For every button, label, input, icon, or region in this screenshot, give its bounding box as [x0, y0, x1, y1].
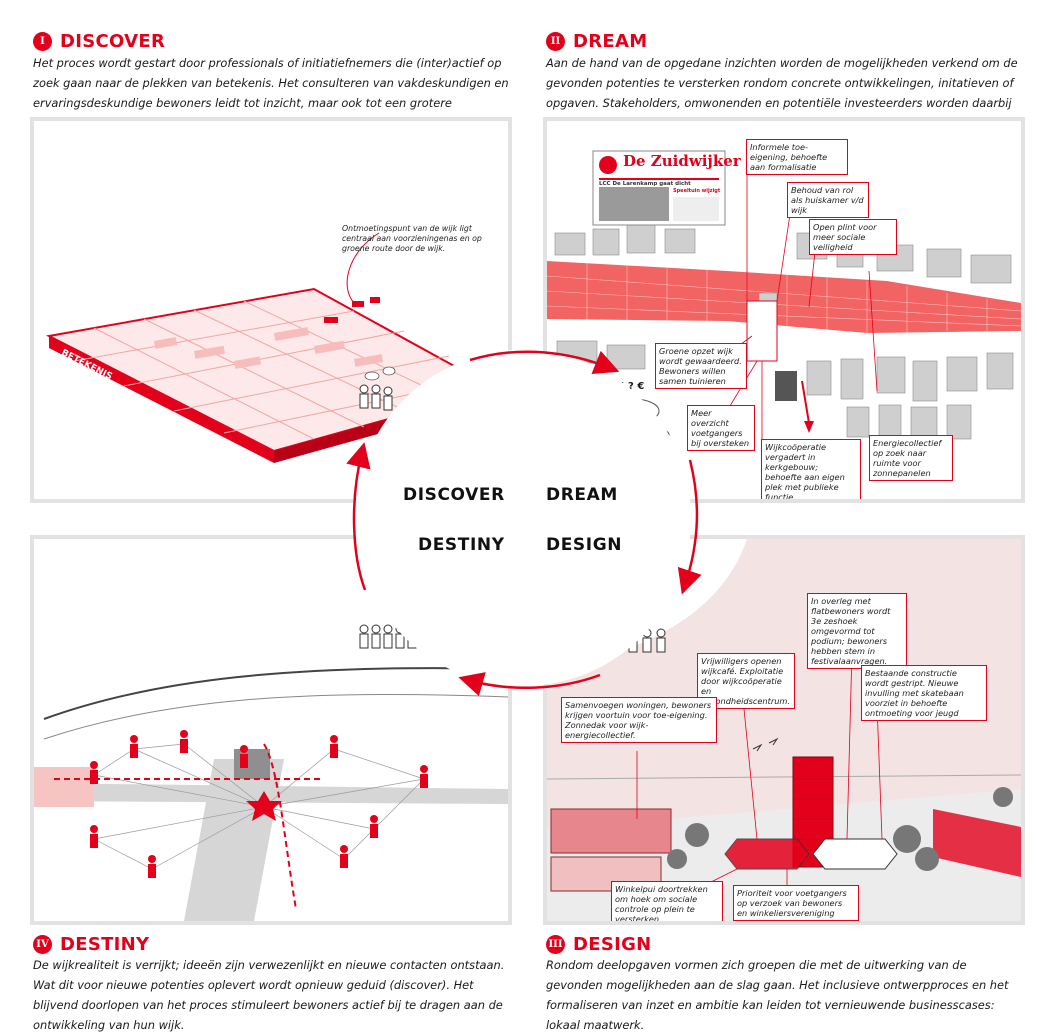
design-callout-6: Prioriteit voor voetgangers op verzoek v… — [733, 885, 859, 921]
cycle-label-discover: DISCOVER — [403, 485, 505, 505]
design-header: III DESIGN — [546, 934, 652, 955]
dream-badge: II — [546, 32, 565, 51]
destiny-network-drawing — [34, 589, 508, 921]
cycle-label-dream: DREAM — [546, 485, 618, 505]
discover-title: DISCOVER — [60, 31, 166, 52]
newspaper-headline: LCC De Larenkamp gaat dicht — [599, 181, 691, 187]
discover-badge: I — [33, 32, 52, 51]
dream-header: II DREAM — [546, 31, 647, 52]
discover-panel: Ontmoetingspunt van de wijk ligt centraa… — [30, 117, 512, 503]
discover-header: I DISCOVER — [33, 31, 165, 52]
destiny-badge: IV — [33, 935, 52, 954]
destiny-text: De wijkrealiteit is verrijkt; ideeën zij… — [33, 958, 505, 1032]
destiny-header: IV DESTINY — [33, 934, 149, 955]
cycle-label-design: DESIGN — [546, 535, 623, 555]
dream-callout-5: Meer overzicht voetgangers bij oversteke… — [687, 405, 755, 451]
destiny-panel — [30, 535, 512, 925]
dream-callout-1: Informele toe-eigening, behoefte aan for… — [746, 139, 848, 175]
design-callout-5: Winkelpui doortrekken om hoek om sociale… — [611, 881, 723, 921]
dream-callout-7: Energiecollectief op zoek naar ruimte vo… — [869, 435, 953, 481]
discover-map-drawing — [45, 232, 499, 463]
design-callout-4: Samenvoegen woningen, bewoners krijgen v… — [561, 697, 717, 743]
cycle-label-destiny: DESTINY — [418, 535, 505, 555]
destiny-title: DESTINY — [60, 934, 150, 955]
design-badge: III — [546, 935, 565, 954]
design-callout-1: In overleg met flatbewoners wordt 3e zes… — [807, 593, 907, 669]
design-panel: In overleg met flatbewoners wordt 3e zes… — [543, 535, 1025, 925]
design-callout-3: Bestaande constructie wordt gestript. Ni… — [861, 665, 987, 721]
newspaper-side: Speeltuin wijzigt — [673, 188, 721, 194]
dream-thought-symbols: ! ? € — [620, 381, 645, 392]
dream-panel: De Zuidwijker LCC De Larenkamp gaat dich… — [543, 117, 1025, 503]
dream-callout-2: Behoud van rol als huiskamer v/d wijk — [787, 182, 869, 218]
dream-callout-3: Open plint voor meer sociale veiligheid — [809, 219, 897, 255]
dream-callout-6: Wijkcoöperatie vergadert in kerkgebouw; … — [761, 439, 861, 499]
design-text: Rondom deelopgaven vormen zich groepen d… — [546, 958, 1009, 1032]
dream-callout-4: Groene opzet wijk wordt gewaardeerd. Bew… — [655, 343, 747, 389]
discover-note: Ontmoetingspunt van de wijk ligt centraa… — [342, 224, 482, 253]
design-title: DESIGN — [573, 934, 652, 955]
dream-title: DREAM — [573, 31, 648, 52]
newspaper-title: De Zuidwijker — [623, 152, 741, 170]
